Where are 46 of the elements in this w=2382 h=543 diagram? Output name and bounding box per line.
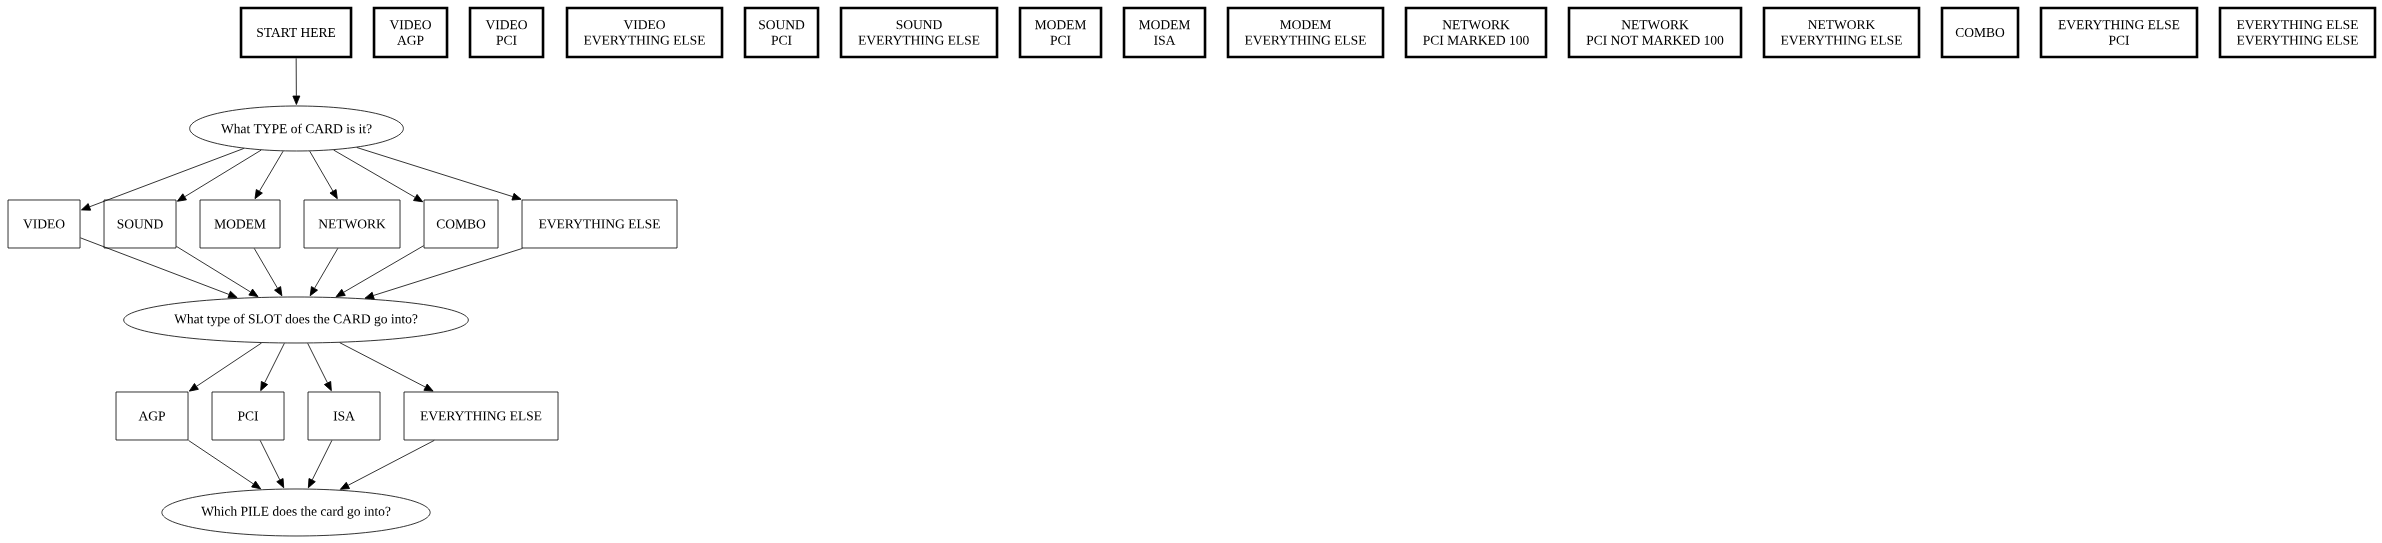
arrow: [254, 150, 284, 200]
option-box: PCI: [211, 391, 285, 441]
pile-box: VIDEO EVERYTHING ELSE: [565, 6, 724, 59]
pile-box: NETWORK EVERYTHING ELSE: [1762, 6, 1921, 59]
pile-box: NETWORK PCI NOT MARKED 100: [1567, 6, 1743, 59]
arrow: [356, 147, 522, 201]
arrow: [364, 248, 523, 300]
pile-box: MODEM PCI: [1018, 6, 1103, 59]
pile-box: NETWORK PCI MARKED 100: [1404, 6, 1548, 59]
arrow: [339, 440, 435, 490]
arrow: [81, 148, 245, 211]
arrow: [253, 248, 283, 297]
arrow: [292, 57, 301, 105]
option-box: EVERYTHING ELSE: [521, 199, 678, 249]
arrow: [309, 248, 339, 297]
pile-box: SOUND PCI: [743, 6, 820, 59]
pile-box: VIDEO AGP: [372, 6, 449, 59]
pile-box: SOUND EVERYTHING ELSE: [839, 6, 999, 59]
arrow: [335, 245, 425, 298]
arrow: [260, 342, 285, 392]
pile-box: MODEM EVERYTHING ELSE: [1226, 6, 1385, 59]
arrow: [307, 440, 333, 489]
arrow: [188, 342, 263, 392]
option-box: VIDEO: [7, 199, 81, 249]
option-box: ISA: [307, 391, 381, 441]
option-box: NETWORK: [303, 199, 401, 249]
arrow: [333, 149, 424, 203]
arrow: [307, 342, 332, 392]
pile-box: MODEM ISA: [1122, 6, 1207, 59]
arrow: [339, 342, 434, 392]
arrow: [176, 149, 262, 202]
pile-box: VIDEO PCI: [468, 6, 545, 59]
start-box: START HERE: [239, 6, 353, 59]
option-box: AGP: [115, 391, 189, 441]
arrow: [188, 439, 262, 490]
option-box: MODEM: [199, 199, 281, 249]
option-box: EVERYTHING ELSE: [403, 391, 559, 441]
arrow: [309, 150, 338, 200]
pile-box: COMBO: [1940, 6, 2020, 59]
option-box: COMBO: [423, 199, 499, 249]
pile-box: EVERYTHING ELSE EVERYTHING ELSE: [2218, 6, 2377, 59]
arrow: [176, 246, 259, 297]
option-box: SOUND: [103, 199, 177, 249]
pile-box: EVERYTHING ELSE PCI: [2039, 6, 2199, 59]
arrow: [259, 440, 285, 489]
arrow: [80, 237, 238, 299]
